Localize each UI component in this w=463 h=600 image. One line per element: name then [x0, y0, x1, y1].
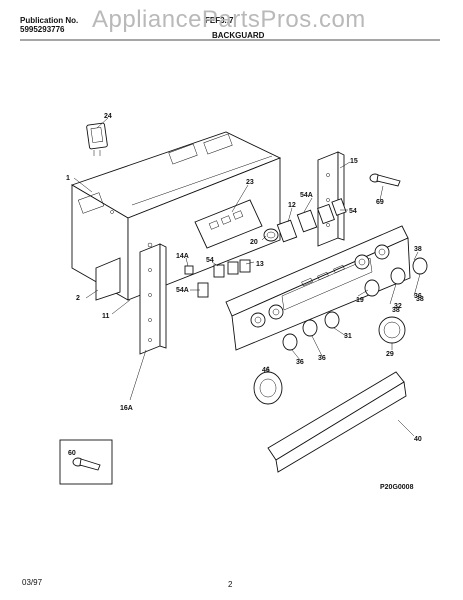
callout-54a-right: 54A	[300, 192, 313, 199]
callout-2: 2	[76, 295, 80, 302]
publication-label: Publication No.	[20, 16, 79, 25]
screw-inset-box	[59, 439, 113, 485]
control-board	[194, 199, 279, 249]
callout-69: 69	[376, 199, 384, 206]
screws	[72, 173, 401, 471]
callout-54: 54	[206, 257, 214, 264]
callout-19: 19	[356, 297, 364, 304]
control-knobs	[282, 257, 428, 351]
callout-16a: 16A	[120, 405, 133, 412]
callout-31: 31	[344, 333, 352, 340]
callout-14a: 14A	[176, 253, 189, 260]
callout-40: 40	[414, 436, 422, 443]
callout-23: 23	[246, 179, 254, 186]
trim-strip	[267, 371, 407, 473]
callout-36-c: 36	[318, 355, 326, 362]
callout-29: 29	[386, 351, 394, 358]
callout-60: 60	[68, 450, 76, 457]
publication-number: 5995293776	[20, 25, 65, 34]
callout-38-c: 38	[416, 296, 424, 303]
callout-15: 15	[350, 158, 358, 165]
callout-36-a: 36	[414, 293, 422, 300]
callout-32: 32	[394, 303, 402, 310]
control-panel	[225, 225, 411, 351]
callout-46: 46	[262, 367, 270, 374]
leader-lines	[73, 117, 421, 437]
small-switches	[184, 259, 251, 298]
left-side-bracket	[139, 243, 167, 355]
rocker-switch	[86, 122, 108, 156]
callout-12: 12	[288, 202, 296, 209]
callouts: 1 24 23 2 11 16A 14A 54 54A 13 12 20 54A…	[66, 113, 424, 457]
callout-54-right: 54	[349, 208, 357, 215]
callout-11: 11	[102, 313, 110, 320]
callout-54a-left: 54A	[176, 287, 189, 294]
diagram-code: P20G0008	[380, 484, 414, 491]
footer-date: 03/97	[22, 578, 43, 587]
section-title: BACKGUARD	[212, 31, 265, 40]
callout-13: 13	[256, 261, 264, 268]
callout-1: 1	[66, 175, 70, 182]
callout-38-b: 38	[392, 307, 400, 314]
large-knob	[253, 371, 283, 405]
watermark: AppliancePartsPros.com	[92, 6, 366, 33]
callout-38-a: 38	[414, 246, 422, 253]
lower-left-bracket	[95, 257, 121, 301]
callout-20: 20	[250, 239, 258, 246]
footer-page: 2	[228, 580, 233, 589]
model-fragment: FEF3..7	[205, 16, 234, 25]
infinite-switches	[276, 198, 347, 243]
callout-24: 24	[104, 113, 112, 120]
callout-36-b: 36	[296, 359, 304, 366]
